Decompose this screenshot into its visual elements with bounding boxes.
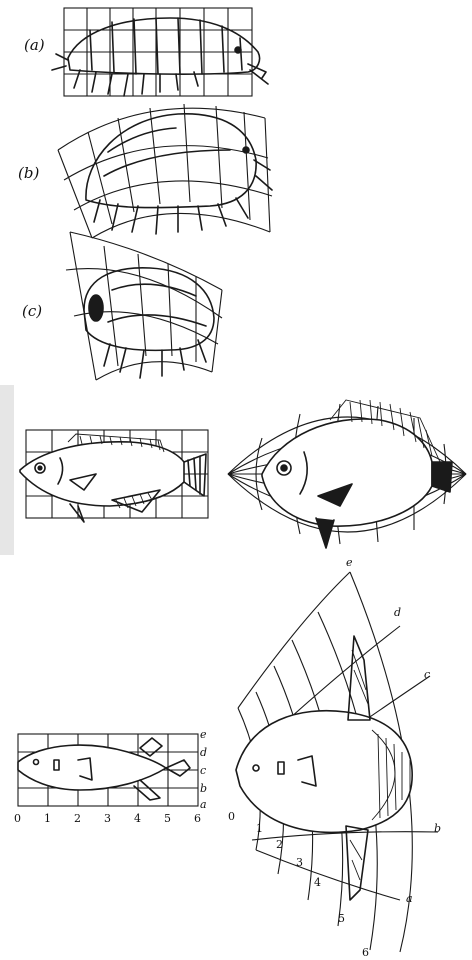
amphipod-c [84, 268, 214, 378]
scale-num-3: 3 [104, 812, 111, 825]
scale-num-4: 4 [134, 812, 141, 825]
panel-c: (c) [22, 232, 222, 380]
warp-num-2: 2 [276, 838, 283, 851]
scale-let-d: d [200, 746, 207, 759]
warp-let-e: e [346, 556, 353, 569]
scale-num-6: 6 [194, 812, 201, 825]
warp-num-4: 4 [314, 876, 321, 889]
panel-label-c: (c) [22, 302, 42, 320]
fish2-rect-body [20, 442, 206, 522]
panel-b: (b) [18, 104, 272, 238]
warp-num-0: 0 [228, 810, 235, 823]
scale-num-1: 1 [44, 812, 51, 825]
scale-num-0: 0 [14, 812, 21, 825]
fish3-rect: 0 1 2 3 4 5 6 e d c b a [14, 728, 207, 825]
scale-let-c: c [200, 764, 206, 777]
fish3-rect-scale-numbers: 0 1 2 3 4 5 6 [14, 812, 201, 825]
panel-label-b: (b) [18, 164, 39, 182]
warp-num-5: 5 [338, 912, 345, 925]
warp-let-b: b [434, 822, 441, 835]
warp-let-d: d [394, 606, 401, 619]
fish3-warp: 0 1 2 3 4 5 6 e d c b a [228, 556, 441, 959]
scan-edge-shade [0, 385, 14, 555]
fish3-warp-body [236, 636, 412, 900]
panel-label-a: (a) [24, 36, 45, 54]
scale-let-e: e [200, 728, 207, 741]
warp-num-3: 3 [296, 856, 303, 869]
fish2-warp-body [262, 419, 452, 548]
warp-num-6: 6 [362, 946, 369, 959]
scale-num-5: 5 [164, 812, 171, 825]
panel-a: (a) [24, 8, 268, 96]
panel-b-grid [58, 104, 272, 238]
fish2-rect [20, 430, 208, 522]
warp-let-c: c [424, 668, 430, 681]
scale-let-b: b [200, 782, 207, 795]
fish3-rect-scale-letters: e d c b a [200, 728, 207, 811]
fish2-warp [228, 400, 466, 548]
amphipod-b [86, 114, 272, 234]
warp-num-1: 1 [256, 822, 263, 835]
scale-let-a: a [200, 798, 207, 811]
fish3-rect-body [18, 738, 190, 800]
scale-num-2: 2 [74, 812, 81, 825]
warp-let-a: a [406, 892, 413, 905]
